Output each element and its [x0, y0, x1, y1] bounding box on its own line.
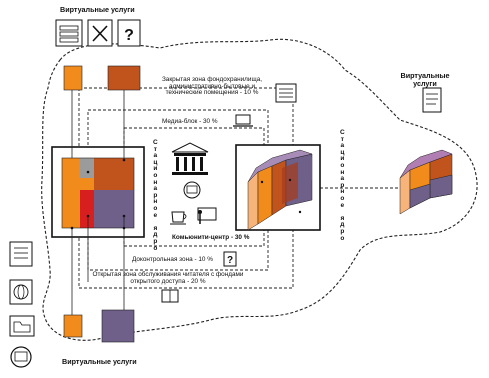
- right-core-cube: [247, 149, 313, 231]
- list-icon: [275, 83, 297, 103]
- virtual-space-outline: [41, 38, 478, 341]
- svg-text:?: ?: [124, 27, 134, 44]
- catalog-icon: [9, 241, 33, 267]
- vertical-letter: н: [340, 168, 345, 176]
- vertical-letter: р: [153, 237, 158, 245]
- question-icon: ?: [117, 19, 141, 47]
- vertical-letter: С: [153, 139, 158, 146]
- closed-zone-label: Закрытая зона фондохранилища, администра…: [161, 76, 263, 97]
- coffee-icon: [170, 211, 187, 225]
- vertical-letter: д: [340, 221, 345, 229]
- vertical-letter: о: [340, 194, 345, 202]
- vertical-letter: р: [340, 227, 345, 235]
- open-zone-label: Открытая зона обслуживания читателя с фо…: [92, 271, 244, 285]
- left-core-plan: [51, 146, 145, 238]
- media-block-label: Медиа-блок - 30 %: [162, 118, 218, 125]
- vertical-letter: о: [340, 161, 345, 169]
- community-center-label: Комьюнити-центр - 30 %: [172, 234, 250, 241]
- vertical-letter: о: [340, 234, 345, 242]
- swatch-top-orange: [63, 65, 83, 91]
- lecture-icon: [197, 207, 217, 224]
- virtual-cube: [399, 149, 453, 215]
- virtual-services-right-label: Виртуальные услуги: [400, 71, 450, 88]
- vertical-letter: и: [340, 155, 345, 163]
- virtual-services-bottom-label: Виртуальные услуги: [62, 357, 137, 366]
- gallery-icon: [183, 181, 201, 199]
- precontrol-zone-label: Доконтрольная зона - 10 %: [132, 256, 213, 263]
- vertical-letter: я: [340, 214, 345, 222]
- vertical-letter: н: [340, 188, 345, 196]
- tools-icon: [87, 19, 113, 47]
- vertical-letter: р: [153, 191, 158, 199]
- vertical-letter: н: [153, 178, 158, 186]
- vertical-letter: я: [153, 224, 158, 232]
- question-small-icon: ?: [223, 251, 237, 267]
- vertical-letter: С: [340, 129, 345, 136]
- vertical-letter: о: [153, 171, 158, 179]
- library-building-icon: [171, 142, 209, 175]
- globe-icon: [9, 279, 33, 305]
- vertical-letter: о: [153, 244, 158, 252]
- swatch-bottom-purple: [101, 309, 135, 343]
- vertical-letter: е: [340, 201, 345, 209]
- virtual-services-top-label: Виртуальные услуги: [60, 5, 135, 14]
- folder-icon: [9, 315, 35, 337]
- vertical-letter: д: [153, 231, 158, 239]
- vertical-letter: и: [153, 165, 158, 173]
- vertical-letter: о: [153, 204, 158, 212]
- vertical-letter: ц: [153, 158, 158, 166]
- books-icon: [55, 19, 83, 47]
- vertical-letter: н: [153, 198, 158, 206]
- vertical-letter: т: [153, 145, 157, 153]
- vertical-letter: а: [153, 152, 158, 160]
- vertical-letter: е: [153, 211, 158, 219]
- vertical-letter: а: [340, 175, 345, 183]
- document-icon: [422, 87, 442, 113]
- vertical-letter: т: [340, 135, 344, 143]
- vertical-letter: р: [340, 181, 345, 189]
- vertical-letter: ц: [340, 148, 345, 156]
- laptop-icon: [233, 114, 253, 127]
- person-icon: [10, 346, 32, 368]
- vertical-letter: а: [340, 142, 345, 150]
- vertical-letter: а: [153, 185, 158, 193]
- swatch-bottom-orange: [63, 314, 83, 338]
- swatch-top-rust: [107, 65, 141, 91]
- reader-icon: [161, 289, 179, 303]
- svg-text:?: ?: [227, 255, 233, 266]
